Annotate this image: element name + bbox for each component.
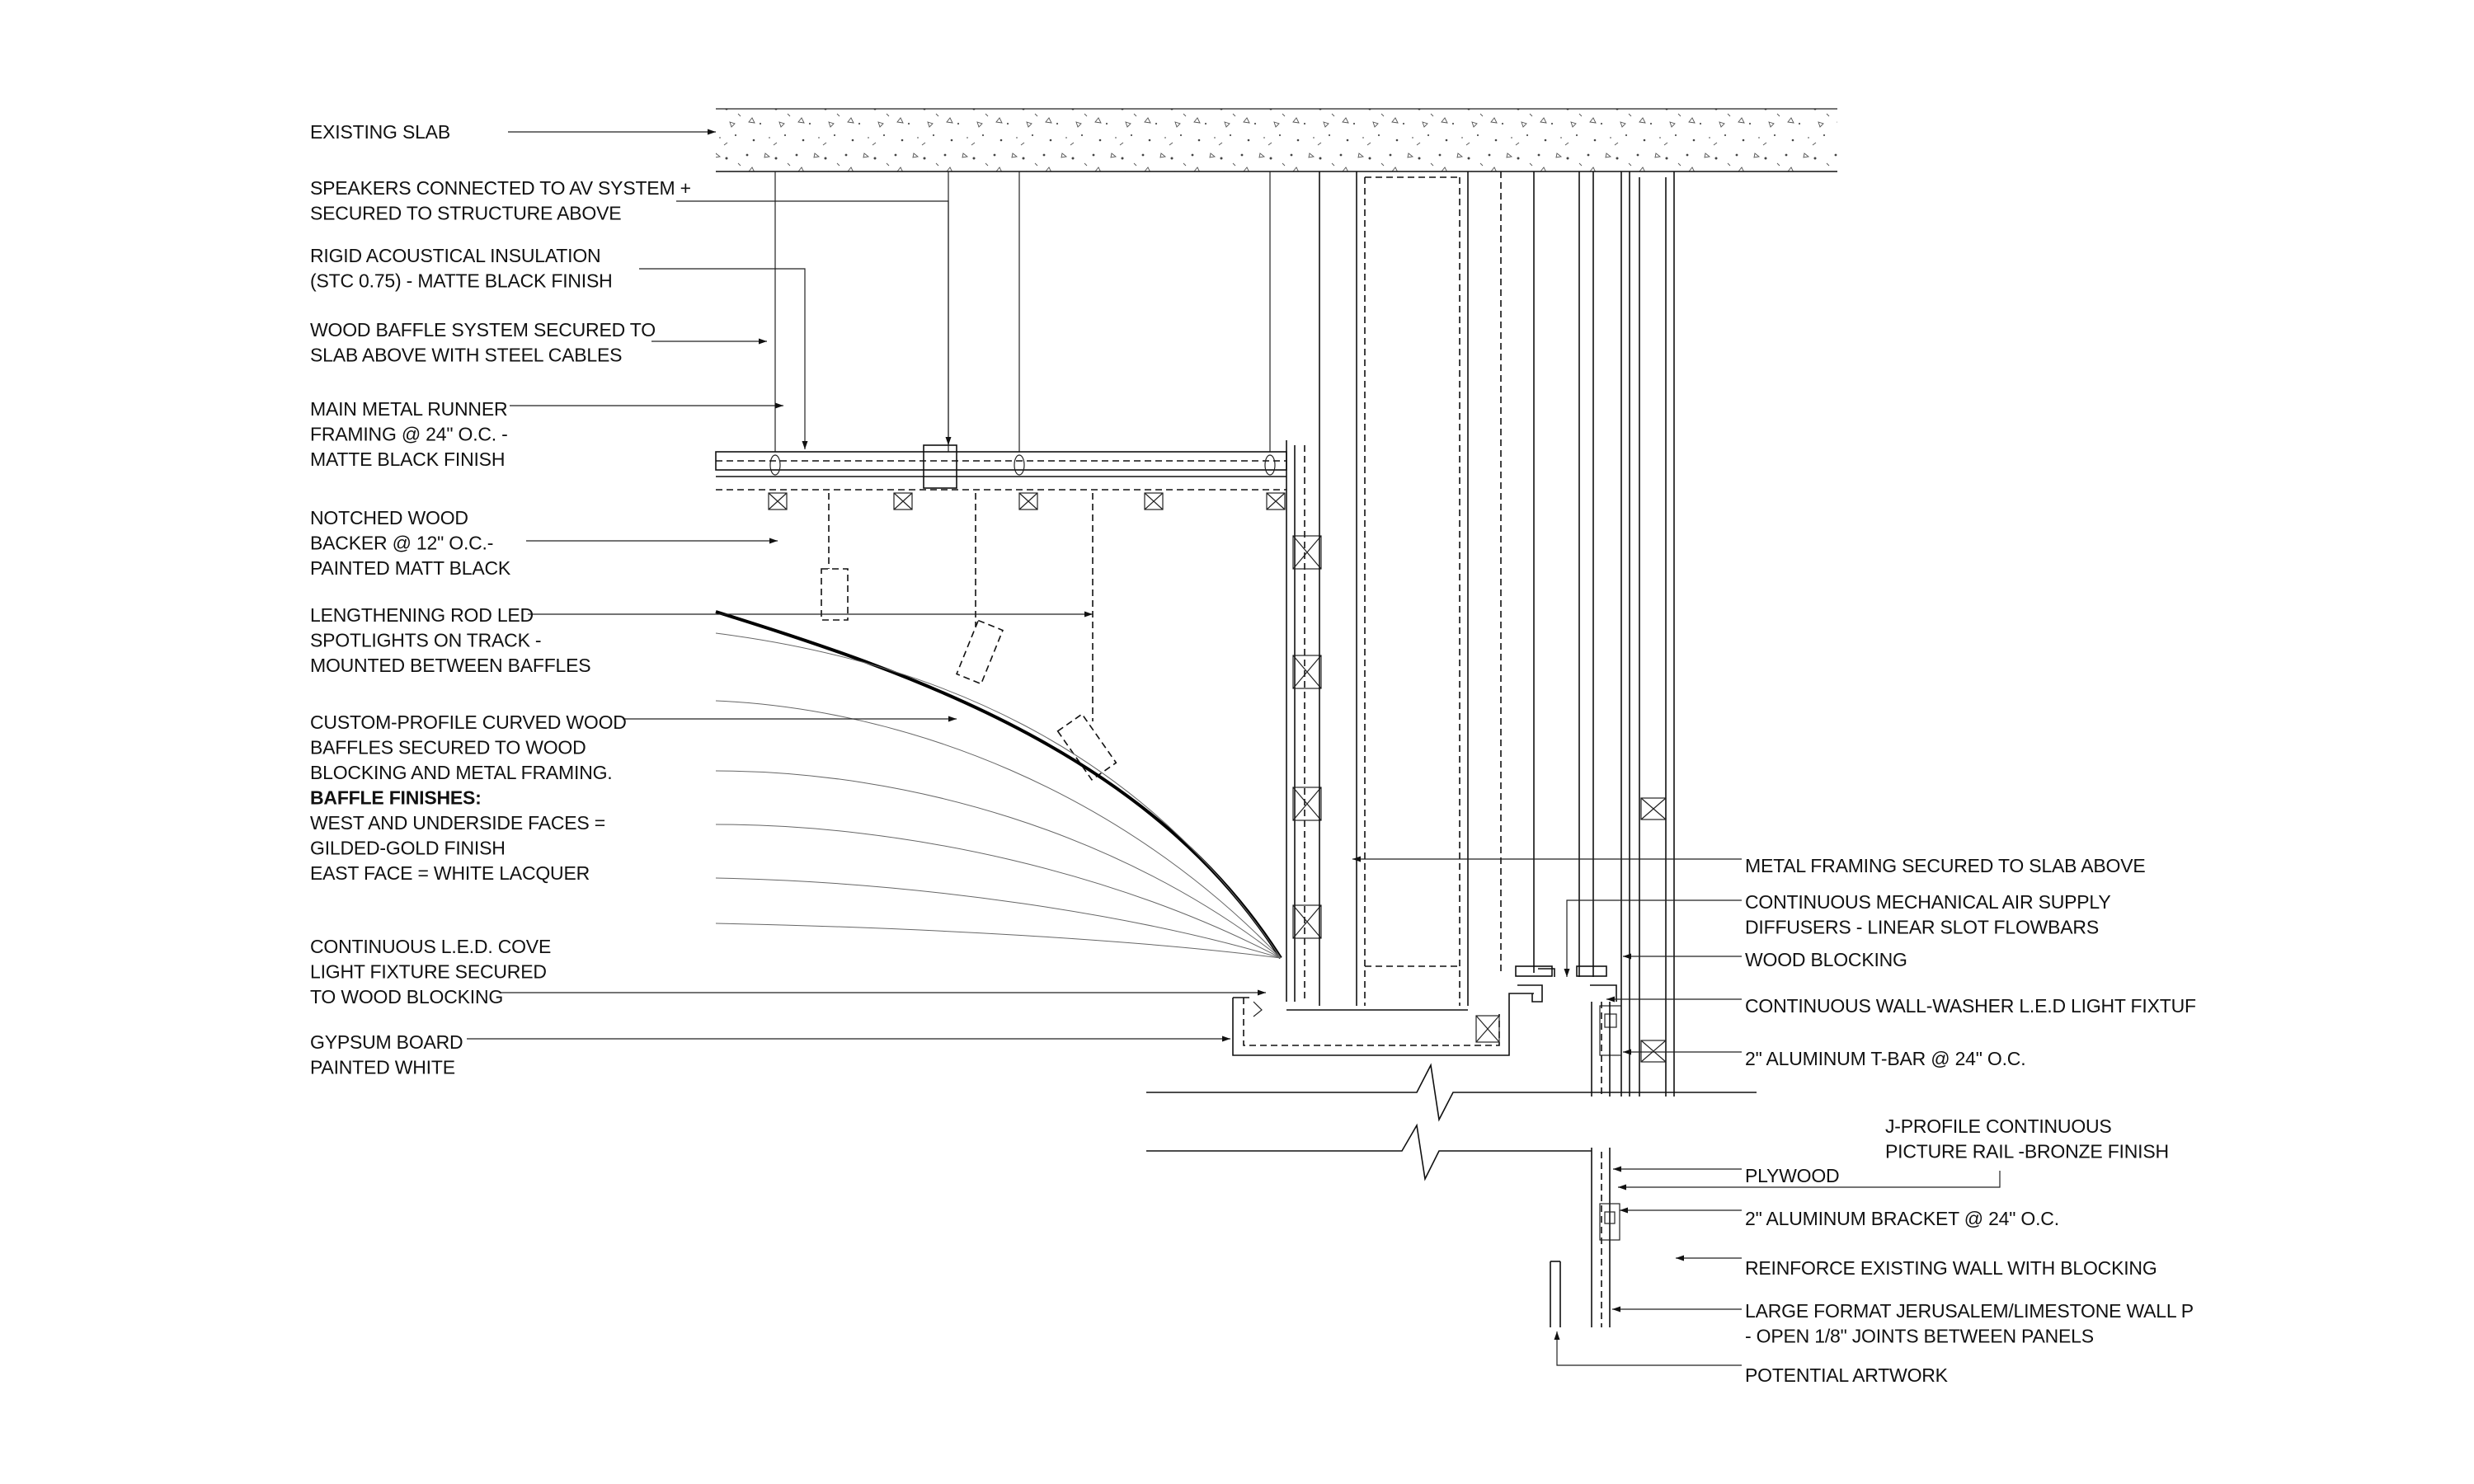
label-main-metal-runner-line: MAIN METAL RUNNER: [310, 398, 507, 420]
label-led-spotlights-line: MOUNTED BETWEEN BAFFLES: [310, 655, 590, 676]
label-wood-blocking: WOOD BLOCKING: [1745, 949, 1907, 970]
label-wood-blocking-line: WOOD BLOCKING: [1745, 949, 1907, 970]
label-notched-wood-backer-line: PAINTED MATT BLACK: [310, 557, 511, 579]
label-limestone-panels: LARGE FORMAT JERUSALEM/LIMESTONE WALL P -…: [1745, 1300, 2194, 1347]
label-j-profile: J-PROFILE CONTINUOUS PICTURE RAIL -BRONZE…: [1885, 1115, 2169, 1162]
label-led-cove-line: CONTINUOUS L.E.D. COVE: [310, 936, 551, 957]
label-rigid-insulation: RIGID ACOUSTICAL INSULATION (STC 0.75) - …: [310, 245, 613, 292]
label-gypsum-board-line: PAINTED WHITE: [310, 1057, 455, 1078]
diffuser-and-wall-washer: [1515, 965, 1622, 1056]
label-curved-wood-baffles: CUSTOM-PROFILE CURVED WOOD BAFFLES SECURE…: [310, 711, 627, 884]
label-existing-slab: EXISTING SLAB: [310, 121, 450, 143]
label-wood-baffle-system-line: WOOD BAFFLE SYSTEM SECURED TO: [310, 319, 656, 340]
label-plywood: PLYWOOD: [1745, 1165, 1839, 1186]
label-aluminum-t-bar: 2" ALUMINUM T-BAR @ 24" O.C.: [1745, 1048, 2025, 1069]
label-led-spotlights: LENGTHENING ROD LED SPOTLIGHTS ON TRACK -…: [310, 604, 590, 676]
label-curved-wood-baffles-line: BAFFLE FINISHES:: [310, 787, 482, 809]
label-curved-wood-baffles-line: GILDED-GOLD FINISH: [310, 838, 506, 859]
label-aluminum-bracket-line: 2" ALUMINUM BRACKET @ 24" O.C.: [1745, 1208, 2059, 1229]
led-spotlights-drawing: [821, 493, 1117, 781]
label-wall-washer: CONTINUOUS WALL-WASHER L.E.D LIGHT FIXTU…: [1745, 995, 2196, 1017]
gypsum-soffit: [1232, 968, 1555, 1056]
label-limestone-panels-line: LARGE FORMAT JERUSALEM/LIMESTONE WALL P: [1745, 1300, 2194, 1322]
label-j-profile-line: PICTURE RAIL -BRONZE FINISH: [1885, 1141, 2169, 1162]
label-aluminum-bracket: 2" ALUMINUM BRACKET @ 24" O.C.: [1745, 1208, 2059, 1229]
label-main-metal-runner-line: FRAMING @ 24" O.C. -: [310, 424, 508, 445]
label-main-metal-runner-line: MATTE BLACK FINISH: [310, 448, 505, 470]
label-notched-wood-backer: NOTCHED WOOD BACKER @ 12" O.C.- PAINTED MA…: [310, 507, 511, 579]
curved-wood-baffles-drawing: [715, 610, 1282, 960]
label-gypsum-board: GYPSUM BOARD PAINTED WHITE: [310, 1031, 463, 1078]
label-curved-wood-baffles-line: WEST AND UNDERSIDE FACES =: [310, 812, 605, 834]
label-metal-framing: METAL FRAMING SECURED TO SLAB ABOVE: [1745, 855, 2146, 876]
label-limestone-panels-line: - OPEN 1/8" JOINTS BETWEEN PANELS: [1745, 1326, 2094, 1347]
label-wall-washer-line: CONTINUOUS WALL-WASHER L.E.D LIGHT FIXTU…: [1745, 995, 2196, 1017]
label-potential-artwork: POTENTIAL ARTWORK: [1745, 1364, 1949, 1386]
label-aluminum-t-bar-line: 2" ALUMINUM T-BAR @ 24" O.C.: [1745, 1048, 2025, 1069]
label-metal-framing-line: METAL FRAMING SECURED TO SLAB ABOVE: [1745, 855, 2146, 876]
steel-cables: [774, 171, 1271, 452]
label-air-supply: CONTINUOUS MECHANICAL AIR SUPPLY DIFFUSER…: [1745, 891, 2110, 938]
label-reinforce-wall-line: REINFORCE EXISTING WALL WITH BLOCKING: [1745, 1257, 2157, 1279]
label-led-spotlights-line: SPOTLIGHTS ON TRACK -: [310, 630, 541, 651]
label-led-cove-line: LIGHT FIXTURE SECURED: [310, 961, 547, 983]
label-rigid-insulation-line: (STC 0.75) - MATTE BLACK FINISH: [310, 270, 613, 292]
label-existing-slab-line: EXISTING SLAB: [310, 121, 450, 143]
label-curved-wood-baffles-line: BLOCKING AND METAL FRAMING.: [310, 762, 613, 783]
label-speakers: SPEAKERS CONNECTED TO AV SYSTEM + SECURED…: [310, 177, 691, 224]
label-curved-wood-baffles-line: BAFFLES SECURED TO WOOD: [310, 737, 586, 758]
label-j-profile-line: J-PROFILE CONTINUOUS: [1885, 1115, 2112, 1137]
label-main-metal-runner: MAIN METAL RUNNER FRAMING @ 24" O.C. - MAT…: [310, 398, 508, 470]
label-notched-wood-backer-line: BACKER @ 12" O.C.-: [310, 533, 493, 554]
label-notched-wood-backer-line: NOTCHED WOOD: [310, 507, 468, 528]
label-air-supply-line: CONTINUOUS MECHANICAL AIR SUPPLY: [1745, 891, 2110, 913]
label-wood-baffle-system: WOOD BAFFLE SYSTEM SECURED TO SLAB ABOVE …: [310, 319, 656, 366]
label-gypsum-board-line: GYPSUM BOARD: [310, 1031, 463, 1053]
baffle-end-framing: [1292, 445, 1322, 1002]
label-potential-artwork-line: POTENTIAL ARTWORK: [1745, 1364, 1949, 1386]
label-led-cove: CONTINUOUS L.E.D. COVE LIGHT FIXTURE SECU…: [310, 936, 551, 1007]
break-lines: [1146, 1063, 1757, 1181]
label-curved-wood-baffles-line: EAST FACE = WHITE LACQUER: [310, 862, 590, 884]
label-plywood-line: PLYWOOD: [1745, 1165, 1839, 1186]
leader-lines: [467, 129, 2001, 1366]
existing-slab-drawing: [716, 108, 1837, 172]
label-led-cove-line: TO WOOD BLOCKING: [310, 986, 503, 1007]
ceiling-runner-assembly: [715, 440, 1287, 1002]
vertical-metal-framing: [1319, 171, 1675, 1097]
label-curved-wood-baffles-line: CUSTOM-PROFILE CURVED WOOD: [310, 711, 627, 733]
label-air-supply-line: DIFFUSERS - LINEAR SLOT FLOWBARS: [1745, 917, 2099, 938]
label-speakers-line: SPEAKERS CONNECTED TO AV SYSTEM +: [310, 177, 691, 199]
label-reinforce-wall: REINFORCE EXISTING WALL WITH BLOCKING: [1745, 1257, 2157, 1279]
label-led-spotlights-line: LENGTHENING ROD LED: [310, 604, 534, 626]
label-speakers-line: SECURED TO STRUCTURE ABOVE: [310, 203, 621, 224]
label-rigid-insulation-line: RIGID ACOUSTICAL INSULATION: [310, 245, 600, 266]
lower-wall-assembly: [1550, 1002, 1620, 1327]
annotation-labels: EXISTING SLAB SPEAKERS CONNECTED TO AV SY…: [310, 121, 2196, 1386]
label-wood-baffle-system-line: SLAB ABOVE WITH STEEL CABLES: [310, 345, 622, 366]
